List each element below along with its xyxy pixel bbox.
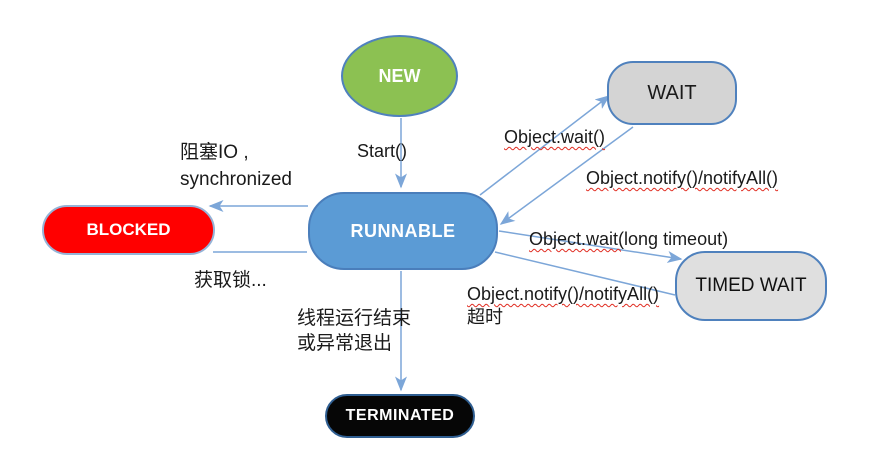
- edge-label-object-notify-upper: Object.notify()/notifyAll(): [586, 168, 779, 188]
- state-timed-wait: TIMED WAIT: [675, 251, 827, 321]
- edge-label-terminate-reason-line1: 线程运行结束: [297, 308, 412, 329]
- edge-label-acquire-lock: 获取锁...: [194, 270, 267, 291]
- state-wait-label: WAIT: [647, 81, 697, 104]
- edge-label-blocked-reason-line2: synchronized: [180, 169, 292, 190]
- state-new-label: NEW: [378, 65, 421, 86]
- edge-label-object-wait: Object.wait(): [504, 127, 606, 147]
- edge-label-object-wait-long-timeout: Object.wait(long timeout): [529, 228, 728, 250]
- arrow-runnable-to-timed-wait: [498, 230, 683, 263]
- state-wait: WAIT: [607, 61, 737, 125]
- arrow-wait-to-runnable: [499, 126, 634, 225]
- edge-label-start: Start(): [357, 141, 408, 161]
- edge-label-object-wait-long-timeout-suffix: long timeout): [624, 229, 729, 249]
- arrow-runnable-to-wait: [479, 95, 611, 196]
- state-terminated: TERMINATED: [325, 394, 475, 438]
- edge-label-terminate-reason-line2: 或异常退出: [297, 333, 393, 354]
- state-timed-wait-label: TIMED WAIT: [695, 275, 807, 296]
- edge-label-object-notify-lower: Object.notify()/notifyAll() 超时: [467, 283, 659, 329]
- state-blocked-label: BLOCKED: [86, 220, 171, 239]
- state-blocked: BLOCKED: [42, 205, 215, 255]
- edge-label-blocked-reason: 阻塞IO , synchronized: [180, 139, 292, 193]
- edge-label-timeout-cn: 超时: [467, 307, 503, 327]
- edge-label-terminate-reason: 线程运行结束 或异常退出: [297, 306, 411, 356]
- edge-label-object-wait-long-timeout-prefix: Object.wait(: [529, 229, 625, 249]
- state-runnable: RUNNABLE: [308, 192, 498, 270]
- edge-label-blocked-reason-line1: 阻塞IO ,: [180, 142, 249, 163]
- state-terminated-label: TERMINATED: [345, 407, 455, 424]
- state-runnable-label: RUNNABLE: [350, 220, 456, 241]
- edge-label-object-notify-lower-line1: Object.notify()/notifyAll(): [467, 284, 660, 304]
- state-new: NEW: [341, 35, 458, 117]
- arrow-timed-wait-to-runnable: [494, 251, 676, 296]
